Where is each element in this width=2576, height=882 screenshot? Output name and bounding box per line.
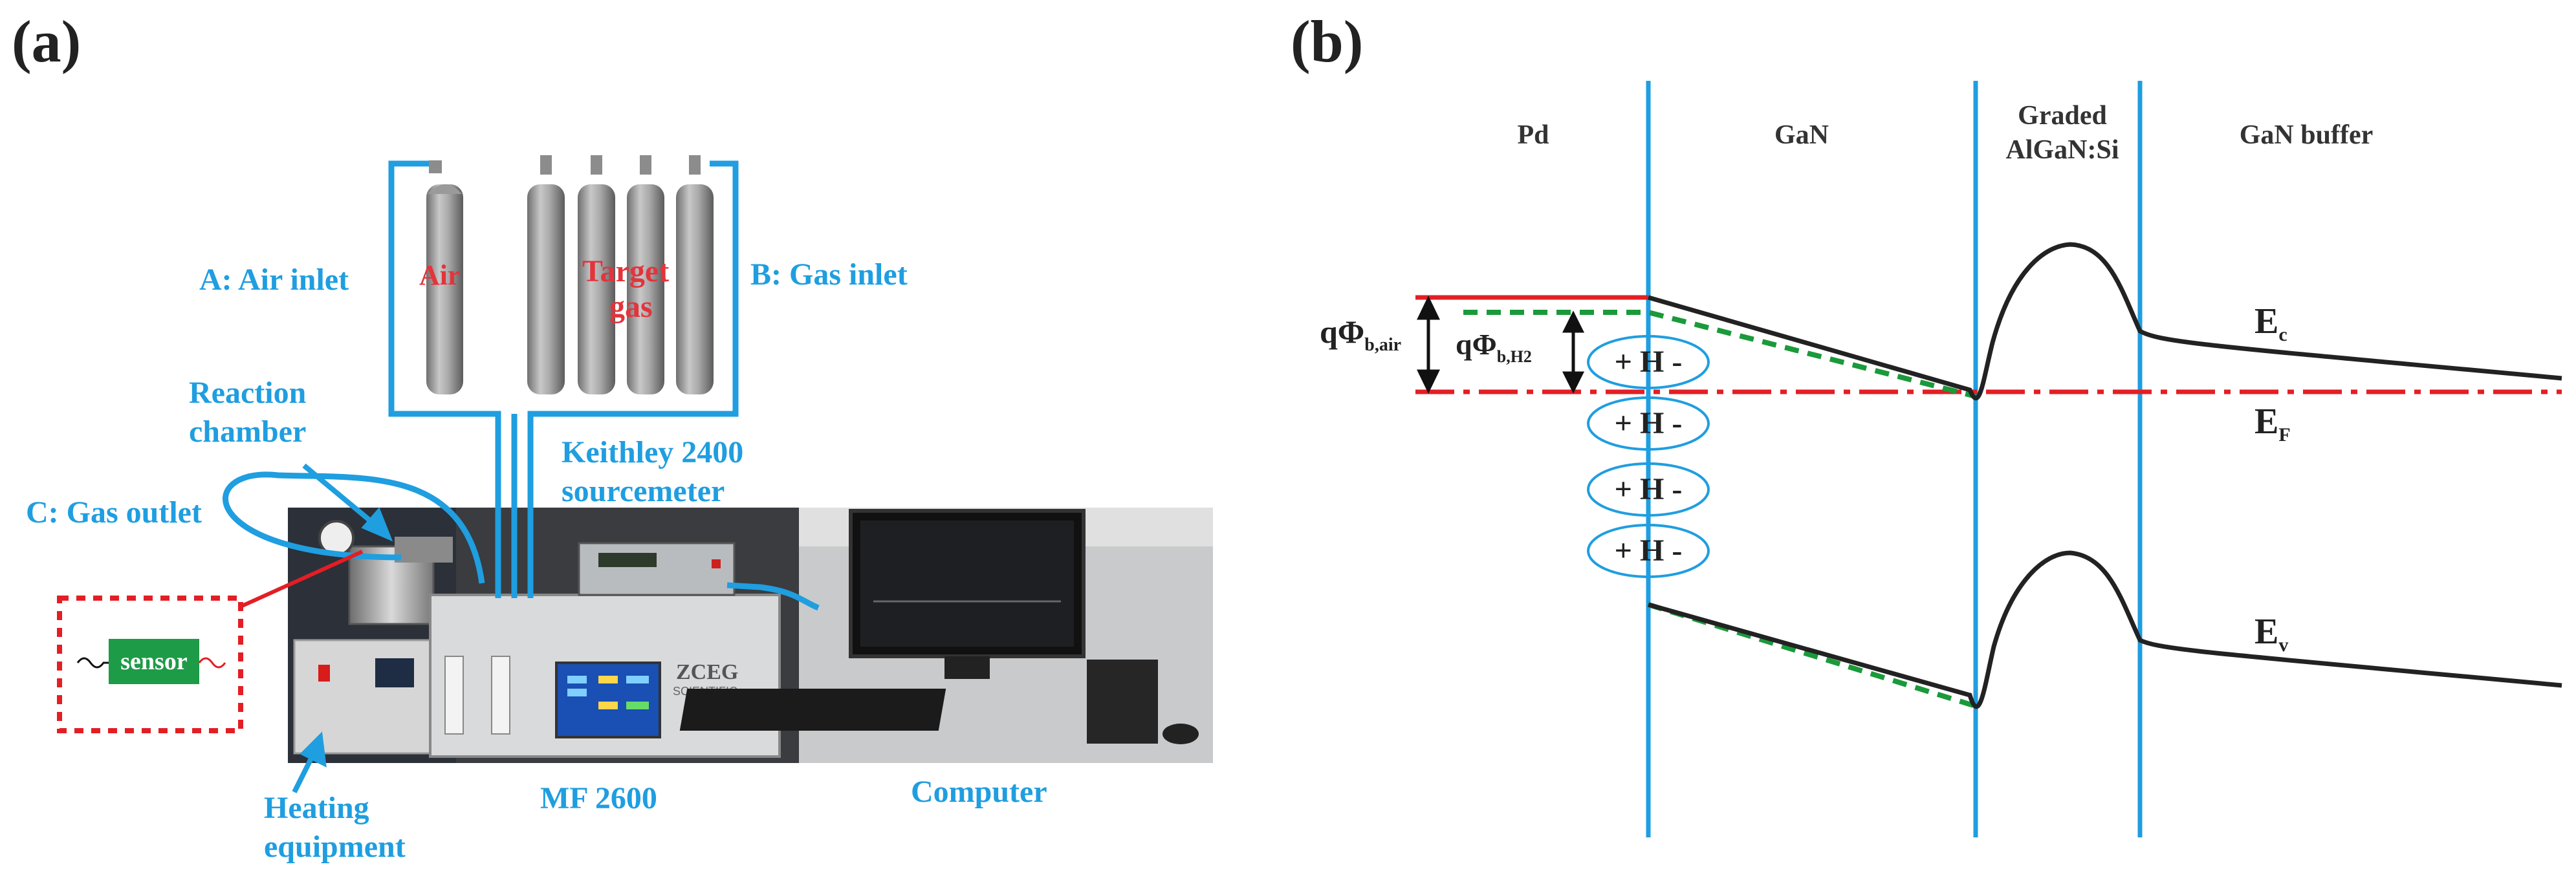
region-label-gan-buffer: GaN buffer: [2240, 120, 2373, 150]
h-dipole-4: + H -: [1587, 524, 1710, 578]
target-gas-cylinder-3: [627, 155, 664, 394]
region-label-graded: Graded: [2018, 101, 2107, 131]
ec-sub: c: [2278, 324, 2287, 345]
region-labels: Pd GaN Graded AlGaN:Si GaN buffer: [1517, 101, 2373, 165]
mf-brand-line1: ZCEG: [676, 660, 738, 684]
ec-main: E: [2254, 301, 2278, 341]
q-phi-h2-label: qΦb,H2: [1456, 328, 1532, 366]
ef-label: EF: [2254, 402, 2291, 446]
keithley-label-line1: Keithley 2400: [562, 435, 743, 469]
q-phi-air-sub: b,air: [1364, 335, 1401, 355]
interface-lines: [1646, 81, 2143, 837]
pointer-arrows: [292, 463, 393, 793]
keithley-sourcemeter: [578, 542, 736, 596]
reaction-chamber-label-line2: chamber: [189, 414, 306, 449]
h-dipole-2: + H -: [1587, 396, 1710, 451]
gas-outlet-label: C: Gas outlet: [26, 495, 202, 530]
target-gas-cylinder-2: [578, 155, 615, 394]
panel-b: (b) Pd GaN Graded AlGaN:Si GaN buffer: [1291, 8, 2562, 837]
target-gas-cylinder-4: [676, 155, 714, 394]
panel-a: (a) ZCEG SCIENTI: [12, 8, 1213, 864]
mf2600-label: MF 2600: [540, 781, 657, 815]
ev-sub: v: [2278, 634, 2288, 656]
ev-main: E: [2254, 612, 2278, 652]
gas-cylinders: Air Target gas: [419, 155, 714, 394]
target-gas-label-line1: Target: [582, 254, 669, 288]
gas-piping: [223, 160, 820, 611]
ef-sub: F: [2278, 424, 2290, 446]
valence-band: [1648, 550, 2562, 709]
panel-a-labels: A: Air inlet B: Gas inlet Reaction chamb…: [26, 257, 1047, 864]
heating-equipment-label-line1: Heating: [264, 791, 369, 825]
sensor-box: sensor: [57, 550, 364, 733]
heating-equipment-label-line2: equipment: [264, 830, 406, 864]
h-dipole-4-label: + H -: [1615, 533, 1683, 568]
reaction-chamber-label-line1: Reaction: [189, 376, 306, 410]
panel-b-label: (b): [1291, 8, 1363, 74]
q-phi-air-main: qΦ: [1320, 314, 1364, 350]
panel-a-label: (a): [12, 8, 81, 74]
q-phi-h2-sub: b,H2: [1497, 347, 1532, 366]
h-dipole-1-label: + H -: [1615, 345, 1683, 379]
air-inlet-label: A: Air inlet: [199, 263, 349, 297]
mf2600-screen: [555, 662, 661, 738]
air-cylinder-label: Air: [419, 259, 461, 291]
q-phi-h2-main: qΦ: [1456, 328, 1497, 361]
computer-keyboard: [679, 689, 946, 731]
target-gas-label-line2: gas: [609, 290, 653, 324]
q-phi-air-label: qΦb,air: [1320, 314, 1401, 355]
region-label-pd: Pd: [1517, 120, 1549, 150]
h-dipole-2-label: + H -: [1615, 406, 1683, 440]
air-cylinder: [426, 160, 463, 394]
lab-photo: ZCEG SCIENTIFIC: [288, 508, 1213, 763]
ef-main: E: [2254, 402, 2278, 442]
conduction-band: [1648, 242, 2562, 401]
gas-inlet-label: B: Gas inlet: [750, 257, 908, 292]
h-dipole-3-label: + H -: [1615, 472, 1683, 506]
h-dipole-3: + H -: [1587, 462, 1710, 517]
keithley-label-line2: sourcemeter: [562, 474, 725, 508]
sensor-chip: [109, 639, 199, 684]
computer-label: Computer: [911, 775, 1047, 809]
hydrogen-dipoles: + H - + H - + H - + H -: [1587, 335, 1710, 578]
barrier-arrows: [1417, 296, 1585, 394]
h-dipole-1: + H -: [1587, 335, 1710, 389]
region-label-gan: GaN: [1774, 120, 1829, 150]
target-gas-cylinder-1: [527, 155, 565, 394]
sensor-label: sensor: [120, 648, 188, 675]
ev-label: Ev: [2254, 612, 2288, 656]
region-label-algan: AlGaN:Si: [2005, 135, 2119, 165]
ec-label: Ec: [2254, 301, 2287, 345]
heating-equipment-box: [293, 639, 438, 755]
